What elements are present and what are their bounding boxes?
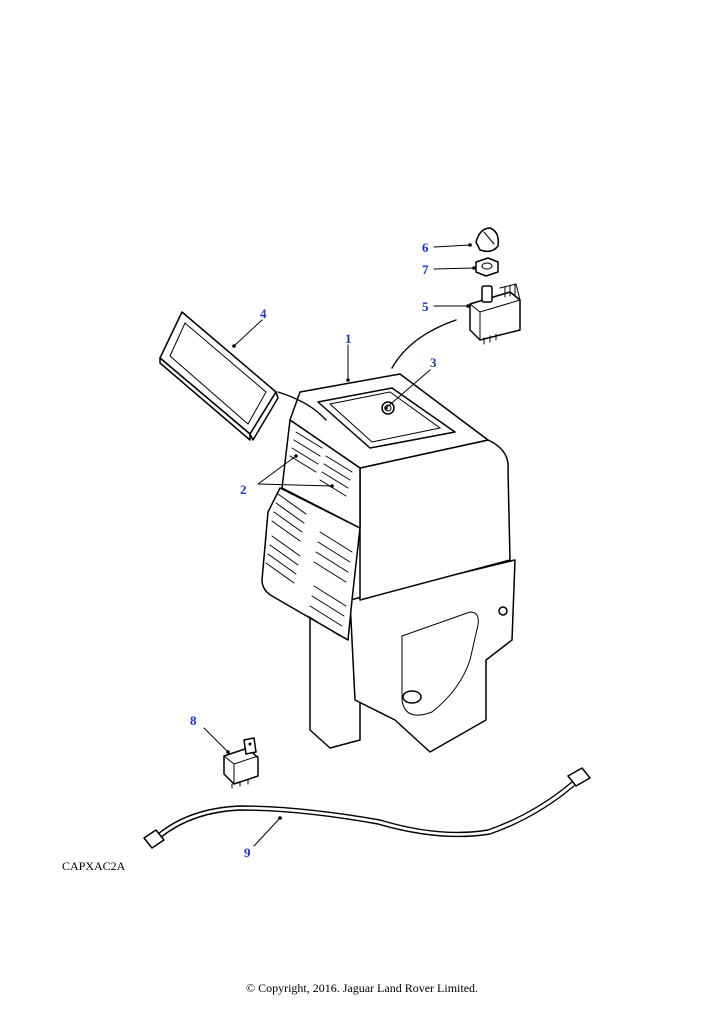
knob-part [475, 227, 500, 253]
callout-1: 1 [345, 331, 352, 346]
leader-lines [203, 243, 476, 847]
figure-reference-code: CAPXAC2A [62, 859, 126, 873]
heater-housing-part [261, 373, 516, 753]
blower-switch-part [469, 283, 521, 345]
callout-7: 7 [422, 262, 429, 277]
filter-frame-part [159, 311, 279, 441]
callout-8: 8 [190, 713, 197, 728]
relay-part [223, 737, 259, 789]
callout-3: 3 [430, 355, 437, 370]
callout-4: 4 [260, 306, 267, 321]
callout-5: 5 [422, 299, 429, 314]
callout-6: 6 [422, 240, 429, 255]
copyright-notice: © Copyright, 2016. Jaguar Land Rover Lim… [245, 981, 479, 995]
nut-part [475, 257, 499, 277]
wiring-harness-part [143, 767, 591, 849]
callout-9: 9 [244, 845, 251, 860]
callout-2: 2 [240, 482, 247, 497]
